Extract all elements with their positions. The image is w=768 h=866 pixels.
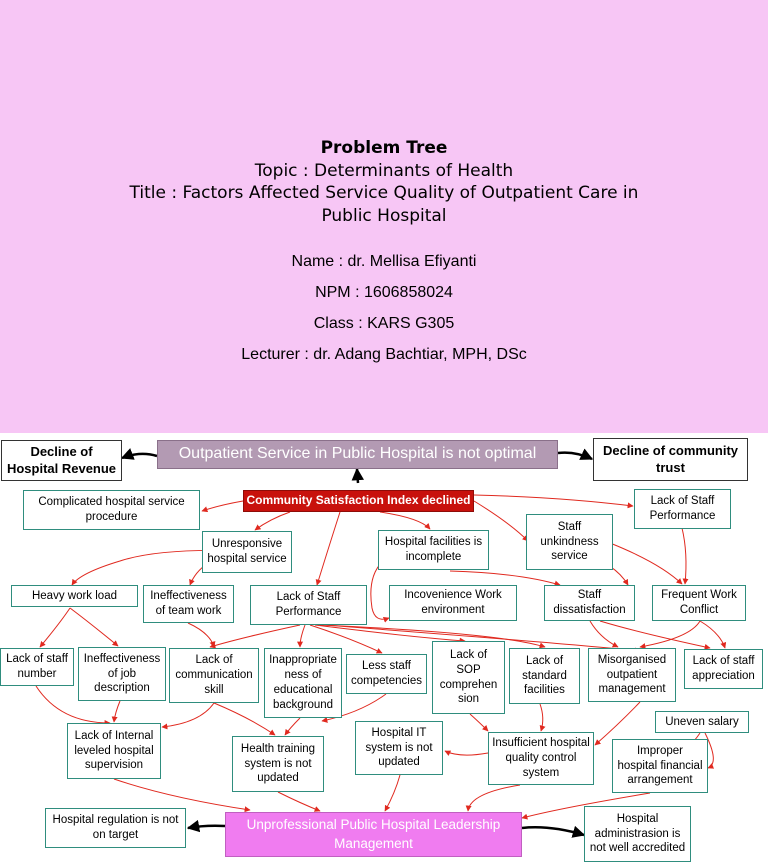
- cause-effect-connector: [699, 620, 727, 649]
- title-slide: Problem Tree Topic : Determinants of Hea…: [0, 0, 768, 433]
- cause-effect-connector: [113, 778, 251, 813]
- insufficient-quality-control-box: Insufficient hospital quality control sy…: [488, 732, 594, 785]
- cause-effect-connector: [39, 607, 71, 648]
- lack-appreciation-box: Lack of staff appreciation: [684, 649, 763, 689]
- health-training-box: Health training system is not updated: [232, 736, 324, 792]
- lack-standard-facilities-box: Lack of standard facilities: [509, 648, 580, 704]
- edge-root-to-regulation: [186, 819, 226, 833]
- inconvenience-environment-box: Incovenience Work environment: [389, 585, 517, 621]
- slide-topic: Topic : Determinants of Health: [254, 161, 514, 181]
- author-name: Name : dr. Mellisa Efiyanti: [291, 253, 477, 270]
- lack-staff-number-box: Lack of staff number: [0, 648, 74, 686]
- edge-core-to-revenue: [120, 448, 158, 460]
- cause-effect-connector: [319, 624, 546, 649]
- cause-effect-connector: [35, 685, 111, 726]
- diagram-connectors: [35, 448, 727, 838]
- lack-communication-box: Lack of communication skill: [169, 648, 259, 703]
- decline-community-trust-box: Decline of community trust: [593, 438, 748, 481]
- lack-staff-performance-top-box: Lack of Staff Performance: [634, 489, 731, 529]
- cause-effect-connector: [201, 500, 244, 513]
- cause-effect-connector: [284, 717, 301, 736]
- lack-sop-box: Lack of SOP comprehen sion: [432, 641, 505, 714]
- cause-effect-connector: [379, 511, 431, 530]
- cause-effect-connector: [609, 542, 683, 585]
- inappropriate-education-box: Inappropriate ness of educational backgr…: [264, 648, 342, 718]
- cause-effect-connector: [539, 703, 546, 732]
- cause-effect-connector: [209, 624, 301, 649]
- less-competencies-box: Less staff competencies: [346, 654, 427, 694]
- complicated-procedure-box: Complicated hospital service procedure: [23, 490, 200, 530]
- author-npm: NPM : 1606858024: [315, 284, 453, 301]
- csi-declined-box: Community Satisfaction Index declined: [243, 490, 474, 512]
- cause-effect-connector: [449, 570, 561, 587]
- slide-title-line2: Public Hospital: [321, 206, 447, 226]
- edge-root-to-accredited: [521, 825, 586, 838]
- decline-hospital-revenue-box: Decline of Hospital Revenue: [1, 440, 122, 481]
- cause-effect-connector: [681, 527, 689, 585]
- staff-unkindness-box: Staff unkindness service: [526, 514, 613, 570]
- problem-tree-diagram: Decline of Hospital Revenue Outpatient S…: [0, 433, 768, 866]
- root-problem-box: Unprofessional Public Hospital Leadershi…: [225, 812, 522, 857]
- uneven-salary-box: Uneven salary: [655, 711, 749, 733]
- cause-effect-connector: [111, 700, 121, 723]
- not-accredited-box: Hospital administrasion is not well accr…: [584, 806, 691, 862]
- cause-effect-connector: [161, 702, 215, 730]
- cause-effect-connector: [321, 693, 387, 723]
- it-system-box: Hospital IT system is not updated: [355, 721, 443, 775]
- ineffective-jobdesc-box: Ineffectiveness of job description: [78, 647, 166, 701]
- heavy-workload-box: Heavy work load: [11, 585, 138, 607]
- cause-effect-connector: [187, 622, 216, 648]
- core-problem-box: Outpatient Service in Public Hospital is…: [157, 440, 558, 469]
- frequent-conflict-box: Frequent Work Conflict: [652, 585, 746, 621]
- cause-effect-connector: [297, 624, 306, 648]
- edge-csi-to-core: [351, 467, 365, 484]
- cause-effect-connector: [213, 702, 276, 736]
- cause-effect-connector: [309, 624, 383, 654]
- cause-effect-connector: [465, 784, 521, 812]
- cause-effect-connector: [444, 750, 489, 757]
- edge-core-to-trust: [557, 448, 594, 461]
- cause-effect-connector: [473, 494, 634, 509]
- lack-internal-supervision-box: Lack of Internal leveled hospital superv…: [67, 723, 161, 779]
- misorganised-management-box: Misorganised outpatient management: [588, 648, 676, 702]
- regulation-not-target-box: Hospital regulation is not on target: [45, 808, 186, 848]
- lack-staff-performance-mid-box: Lack of Staff Performance: [250, 585, 367, 625]
- lecturer: Lecturer : dr. Adang Bachtiar, MPH, DSc: [241, 346, 527, 363]
- cause-effect-connector: [384, 774, 401, 812]
- staff-dissatisfaction-box: Staff dissatisfaction: [544, 585, 635, 621]
- cause-effect-connector: [314, 624, 466, 644]
- cause-effect-connector: [69, 607, 119, 647]
- cause-effect-connector: [639, 620, 701, 649]
- improper-financial-box: Improper hospital financial arrangement: [612, 739, 708, 793]
- cause-effect-connector: [469, 713, 489, 732]
- cause-effect-connector: [315, 511, 341, 586]
- author-class: Class : KARS G305: [313, 315, 455, 332]
- cause-effect-connector: [594, 701, 641, 746]
- cause-effect-connector: [473, 500, 529, 542]
- slide-title-line1: Title : Factors Affected Service Quality…: [129, 183, 639, 203]
- cause-effect-connector: [277, 791, 321, 812]
- slide-heading: Problem Tree: [320, 138, 448, 158]
- unresponsive-service-box: Unresponsive hospital service: [202, 531, 292, 573]
- facilities-incomplete-box: Hospital facilities is incomplete: [378, 530, 489, 570]
- ineffective-teamwork-box: Ineffectiveness of team work: [143, 585, 234, 623]
- cause-effect-connector: [704, 732, 715, 769]
- cause-effect-connector: [589, 620, 619, 648]
- cause-effect-connector: [521, 792, 651, 820]
- cause-effect-connector: [254, 511, 291, 531]
- cause-effect-connector: [599, 620, 711, 650]
